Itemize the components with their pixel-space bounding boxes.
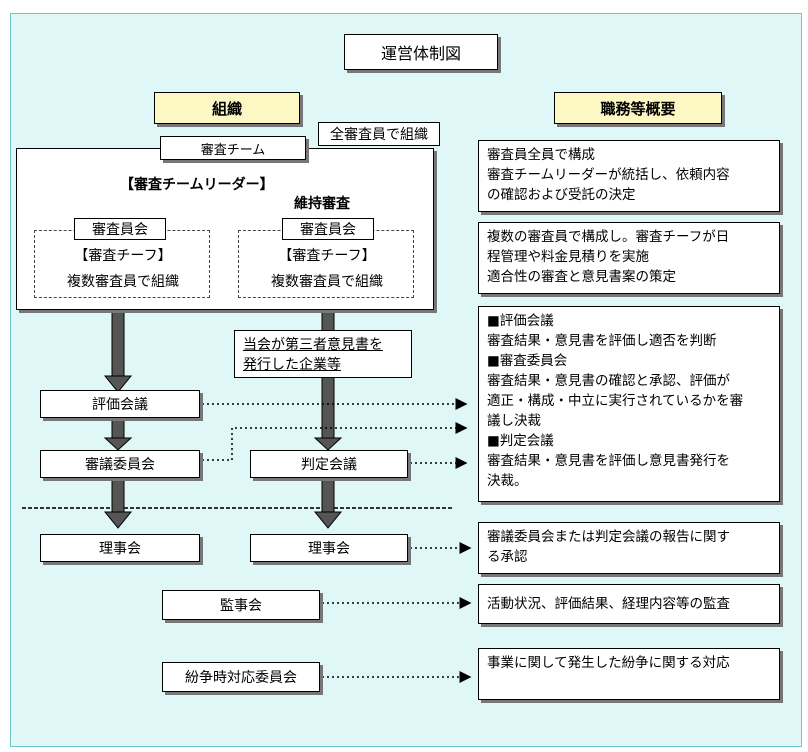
desc-team-line: の確認および受託の決定 — [487, 187, 636, 203]
header-duties: 職務等概要 — [554, 92, 722, 124]
desc-meetings-line: ■判定会議 — [487, 433, 554, 449]
desc-board-line: 審議委員会または判定会議の報告に関す — [487, 529, 730, 545]
flow-arrow-hyoka-to-shingi — [103, 417, 133, 451]
desc-dispute: 事業に関して発生した紛争に関する対応 — [478, 648, 780, 700]
desc-panel-line: 程管理や料金見積りを実施 — [487, 249, 649, 265]
panel-right-chief: 【審査チーフ】 — [278, 248, 376, 264]
all-members-note: 全審査員で組織 — [318, 122, 440, 146]
note-line2: 発行した企業等 — [243, 357, 341, 373]
note-line1: 当会が第三者意見書を — [243, 337, 383, 353]
desc-auditors: 活動状況、評価結果、経理内容等の監査 — [478, 584, 780, 624]
panel-right-label: 審査員会 — [282, 218, 374, 240]
panel-left-label: 審査員会 — [74, 218, 166, 240]
flow-arrow-shingi-to-rijikai — [103, 477, 133, 529]
desc-auditors-line: 活動状況、評価結果、経理内容等の監査 — [487, 596, 730, 612]
node-auditors: 監事会 — [162, 590, 320, 620]
header-org: 組織 — [154, 92, 300, 124]
desc-team-line: 審査チームリーダーが統括し、依頼内容 — [487, 167, 730, 183]
desc-board: 審議委員会または判定会議の報告に関す る承認 — [478, 522, 780, 574]
desc-team-line: 審査員全員で構成 — [487, 147, 595, 163]
desc-meetings-line: 適正・構成・中立に実行されているかを審 — [487, 393, 744, 409]
panel-left-desc: 複数審査員で組織 — [67, 274, 179, 290]
desc-team: 審査員全員で構成 審査チームリーダーが統括し、依頼内容 の確認および受託の決定 — [478, 140, 780, 212]
desc-meetings-line: 決裁。 — [487, 473, 528, 489]
panel-left: 【審査チーフ】 複数審査員で組織 — [34, 230, 210, 298]
third-party-note: 当会が第三者意見書を 発行した企業等 — [234, 330, 412, 378]
desc-meetings-line: ■評価会議 — [487, 313, 554, 329]
desc-meetings-line: 議し決裁 — [487, 413, 541, 429]
desc-board-line: る承認 — [487, 549, 528, 565]
desc-panel-line: 適合性の審査と意見書案の策定 — [487, 269, 676, 285]
desc-meetings-line: 審査結果・意見書を評価し意見書発行を — [487, 453, 730, 469]
page-title: 運営体制図 — [344, 34, 498, 70]
desc-meetings-line: 審査結果・意見書の確認と承認、評価が — [487, 373, 730, 389]
node-deliberation-committee: 審議委員会 — [40, 450, 200, 478]
node-judgment-meeting: 判定会議 — [250, 450, 408, 478]
node-board-right: 理事会 — [250, 534, 408, 562]
flow-arrow-team-to-hyoka — [103, 311, 133, 393]
panel-right-desc: 複数審査員で組織 — [271, 274, 383, 290]
team-leader-label: 【審査チームリーダー】 — [120, 177, 274, 193]
node-board-left: 理事会 — [40, 534, 200, 562]
team-label: 審査チーム — [160, 136, 306, 160]
panel-right: 【審査チーフ】 複数審査員で組織 — [238, 230, 414, 298]
desc-panel-line: 複数の審査員で構成し。審査チーフが日 — [487, 229, 730, 245]
desc-panel: 複数の審査員で構成し。審査チーフが日 程管理や料金見積りを実施 適合性の審査と意… — [478, 222, 780, 294]
panel-left-chief: 【審査チーフ】 — [74, 248, 172, 264]
desc-meetings-line: ■審査委員会 — [487, 353, 568, 369]
desc-meetings: ■評価会議 審査結果・意見書を評価し適否を判断 ■審査委員会 審査結果・意見書の… — [478, 306, 780, 502]
flow-arrow-hantei-to-rijikai — [313, 477, 343, 529]
node-dispute-committee: 紛争時対応委員会 — [162, 662, 320, 692]
desc-meetings-line: 審査結果・意見書を評価し適否を判断 — [487, 333, 717, 349]
desc-dispute-line: 事業に関して発生した紛争に関する対応 — [487, 655, 730, 671]
maintenance-review-label: 維持審査 — [294, 196, 350, 212]
node-evaluation-meeting: 評価会議 — [40, 390, 200, 418]
